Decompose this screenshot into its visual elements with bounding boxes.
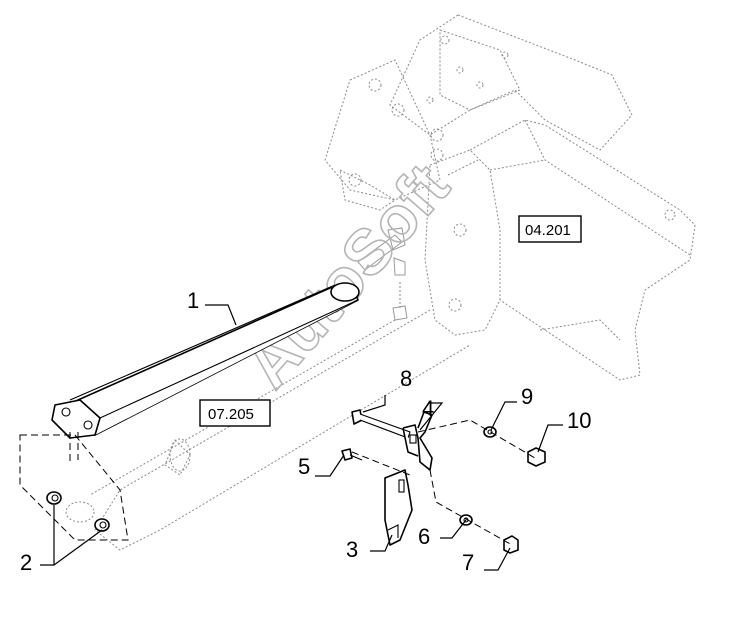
part-8-bolt — [351, 409, 411, 439]
part-1-tube — [51, 282, 360, 439]
part-6-washer — [459, 514, 473, 526]
callout-labels: 1 2 3 4 5 6 7 8 9 10 — [20, 288, 591, 575]
callout-7: 7 — [462, 550, 474, 575]
callout-9: 9 — [521, 384, 533, 409]
part-7-nut — [503, 535, 519, 554]
part-9-washer — [483, 426, 497, 438]
reference-label-07-205: 07.205 — [208, 406, 254, 423]
callout-5: 5 — [298, 454, 310, 479]
reference-box-04-201: 04.201 — [518, 215, 582, 243]
callout-4: 4 — [422, 396, 434, 421]
callout-2: 2 — [20, 550, 32, 575]
callout-6: 6 — [418, 524, 430, 549]
chassis-frame-ghost — [65, 14, 696, 551]
part-2-bushings — [19, 432, 129, 541]
callout-3: 3 — [346, 537, 358, 562]
callout-8: 8 — [400, 366, 412, 391]
part-10-nut — [527, 447, 546, 467]
watermark: AutoSoft — [231, 150, 463, 401]
leader-lines — [40, 304, 563, 571]
bracket-assembly — [341, 409, 546, 554]
callout-10: 10 — [567, 408, 591, 433]
reference-label-04-201: 04.201 — [525, 222, 571, 239]
part-4-clip — [402, 411, 433, 471]
part-5-screw — [341, 448, 363, 461]
part-3-plate — [384, 469, 413, 546]
reference-box-07-205: 07.205 — [199, 399, 271, 427]
callout-1: 1 — [187, 288, 199, 313]
